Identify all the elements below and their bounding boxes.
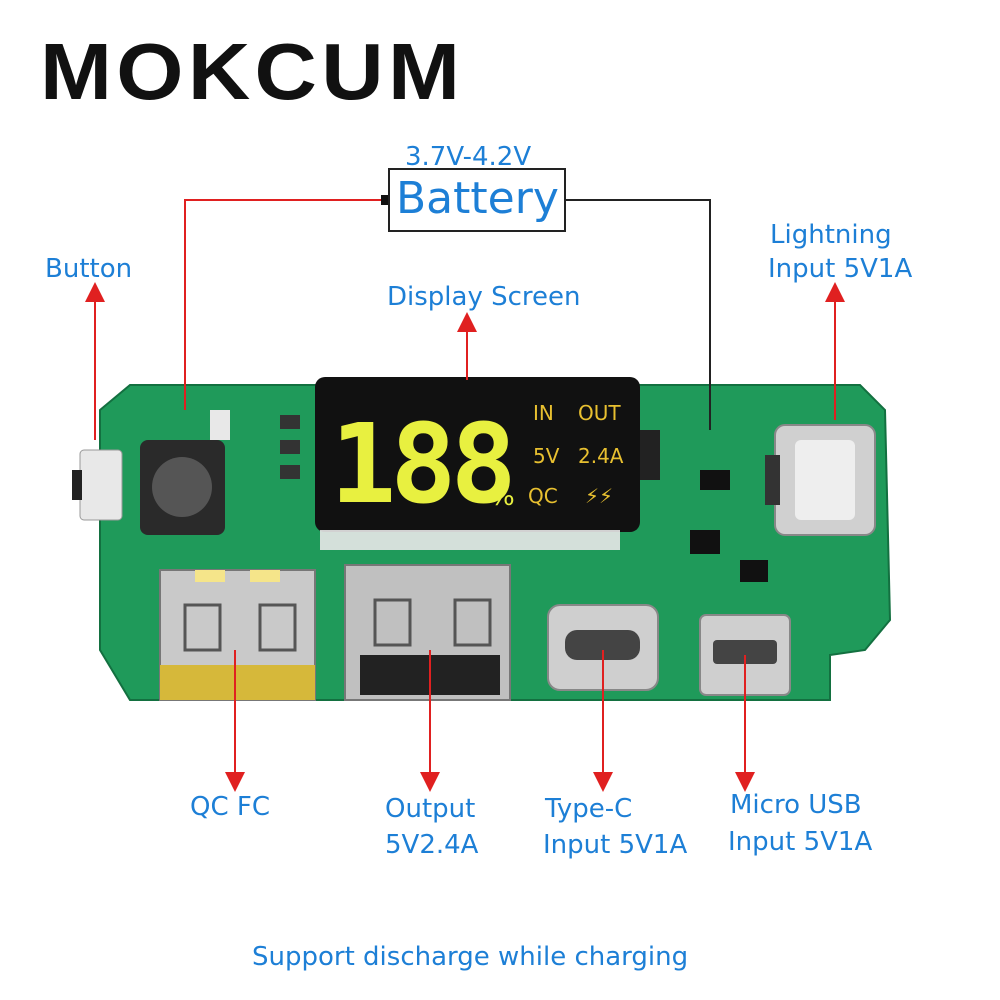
battery-pos-line <box>566 199 711 430</box>
display-percent: % <box>490 482 515 512</box>
side-button <box>79 449 123 521</box>
display-bolt-icon: ⚡⚡ <box>585 484 613 508</box>
brand-logo: MOKCUM <box>40 27 465 116</box>
micro-usb-label-2: Input 5V1A <box>728 827 873 857</box>
display-digits: 188 <box>330 400 511 528</box>
typec-label-2: Input 5V1A <box>543 830 688 860</box>
qc-fc-label: QC FC <box>190 792 270 822</box>
micro-usb-label-1: Micro USB <box>730 790 862 820</box>
display-qc: QC <box>528 484 558 508</box>
battery-neg-line <box>184 199 388 410</box>
footer-note: Support discharge while charging <box>252 942 689 972</box>
lightning-label-1: Lightning <box>770 220 892 250</box>
battery-label: Battery <box>396 173 559 224</box>
output-label-1: Output <box>385 794 476 824</box>
display-out: OUT <box>578 401 621 425</box>
display-screen-label: Display Screen <box>387 282 581 312</box>
lightning-label-2: Input 5V1A <box>768 254 913 284</box>
button-label: Button <box>45 254 133 284</box>
battery-box <box>388 168 566 232</box>
typec-label-1: Type-C <box>545 794 633 824</box>
display-5v: 5V <box>533 444 560 468</box>
battery-voltage-label: 3.7V-4.2V <box>405 142 532 172</box>
display-in: IN <box>533 401 554 425</box>
output-label-2: 5V2.4A <box>385 830 479 860</box>
display-screen <box>315 377 640 532</box>
display-2-4a: 2.4A <box>578 444 624 468</box>
